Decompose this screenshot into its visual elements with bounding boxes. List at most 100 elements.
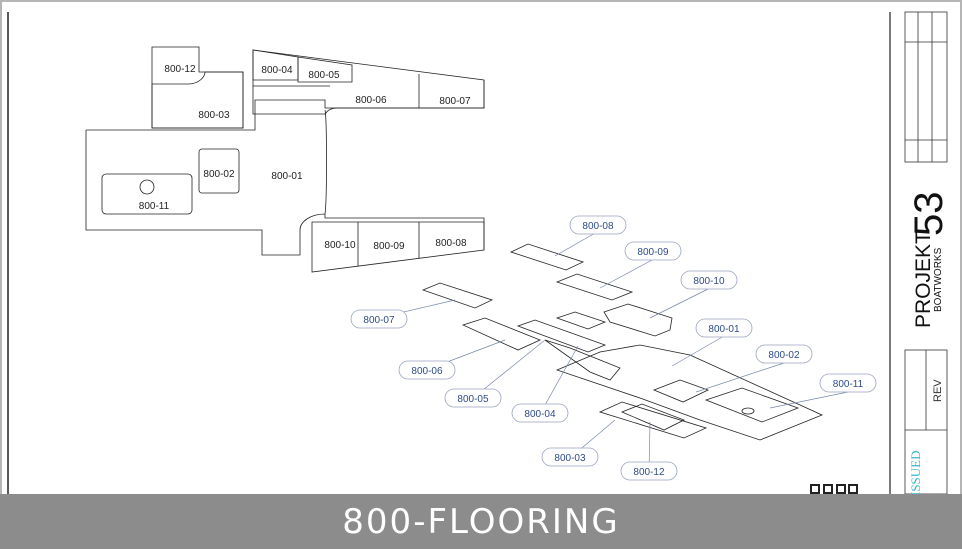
callout-800-01: 800-01 [695,318,753,338]
iso-piece-800-09 [555,273,634,301]
plan-label-800-10: 800-10 [324,240,356,251]
piece-800-06-outline [252,49,485,115]
iso-piece-800-06 [461,317,542,351]
piece-800-02-outline [198,148,240,194]
callout-800-05: 800-05 [444,388,502,408]
title-company: BOATWORKS [933,247,944,312]
callout-label-800-06: 800-06 [411,366,443,377]
callout-bubble [350,309,408,329]
callout-label-800-09: 800-09 [637,247,669,258]
leader-800-01 [671,335,725,367]
qr-block-inner [812,486,818,492]
plan-label-800-12: 800-12 [164,64,196,75]
callout-label-800-12: 800-12 [633,467,665,478]
title-project-word: PROJEKT [912,231,935,328]
plan-labels: 800-12 800-03 800-04 800-05 800-06 800-0… [139,64,471,252]
plan-label-800-04: 800-04 [261,65,293,76]
iso-piece-800-07 [421,282,494,309]
status-stamp: ISSUED [908,450,923,496]
title-project-number: 53 [907,192,951,237]
plan-label-800-02: 800-02 [203,169,235,180]
callout-bubble [398,360,456,380]
piece-800-03-outline [151,71,244,129]
callout-label-800-04: 800-04 [524,409,556,420]
callout-label-800-01: 800-01 [708,324,740,335]
callout-label-800-11: 800-11 [833,379,864,390]
caption-title: 800-FLOORING [342,501,620,542]
qr-code-icon [810,484,858,494]
plan-label-800-01: 800-01 [271,171,303,182]
plan-label-800-05: 800-05 [308,70,340,81]
title-block: PROJEKT 53 BOATWORKS REV ISSUED [810,11,951,496]
piece-800-11-hatch-circle [139,179,155,195]
callout-800-03: 800-03 [541,447,599,467]
qr-block-inner [838,486,844,492]
caption-bar: 800-FLOORING [0,494,962,549]
leader-800-02 [695,362,785,393]
callout-label-800-07: 800-07 [363,315,395,326]
plan-label-800-11: 800-11 [139,201,170,212]
plan-label-800-09: 800-09 [373,241,405,252]
leader-800-08 [554,231,598,257]
leader-800-09 [599,259,653,289]
callout-800-07: 800-07 [350,309,408,329]
plan-label-800-06: 800-06 [355,95,387,106]
callout-bubble [620,461,678,481]
callout-label-800-08: 800-08 [582,221,614,232]
callout-800-04: 800-04 [511,403,569,423]
iso-piece-800-12 [620,403,685,431]
callout-800-02: 800-02 [755,344,813,364]
isometric-view [421,243,824,441]
leader-800-10 [649,288,709,319]
iso-piece-800-04 [544,339,621,381]
iso-piece-800-03 [598,401,708,439]
piece-800-09-outline [311,221,485,273]
callout-bubble [755,344,813,364]
piece-800-11-outline [101,173,193,215]
piece-800-05-outline [297,56,353,83]
callout-bubble [511,403,569,423]
iso-piece-800-10 [603,303,673,337]
leader-800-04 [539,345,579,415]
qr-block-inner [825,486,831,492]
iso-piece-800-11-hole [741,407,755,415]
rev-label: REV [932,379,944,402]
callout-label-800-05: 800-05 [457,394,489,405]
revision-grid-frame [904,11,948,163]
callout-bubble [541,447,599,467]
iso-piece-800-01 [555,344,824,441]
callout-label-800-02: 800-02 [768,350,800,361]
callout-bubble [624,241,682,261]
callout-label-800-10: 800-10 [693,276,725,287]
callout-800-10: 800-10 [680,270,738,290]
plan-label-800-03: 800-03 [198,110,230,121]
callout-bubble [819,373,877,393]
iso-piece-800-11 [704,387,800,423]
qr-block-inner [850,486,856,492]
leader-800-11 [769,391,849,409]
revision-grid [904,11,948,163]
callout-800-11: 800-11 [819,373,877,393]
plan-label-800-07: 800-07 [439,96,471,107]
callout-bubble [680,270,738,290]
callout-label-800-03: 800-03 [554,453,586,464]
callout-bubble [695,318,753,338]
iso-piece-800-08 [509,243,585,271]
iso-piece-800-05 [516,319,607,353]
plan-label-800-08: 800-08 [435,238,467,249]
iso-piece-800-02 [652,379,710,403]
callout-800-09: 800-09 [624,241,682,261]
piece-800-01-outline [85,80,485,256]
callout-800-08: 800-08 [569,215,627,235]
callout-bubbles: 800-08 800-09 800-10 800-01 800-02 800-1… [350,215,877,481]
callout-bubble [569,215,627,235]
plan-view [85,46,485,273]
callout-800-06: 800-06 [398,360,456,380]
leader-800-05 [472,339,546,399]
iso-piece-800-04-top [555,311,607,330]
callout-bubble [444,388,502,408]
callout-800-12: 800-12 [620,461,678,481]
